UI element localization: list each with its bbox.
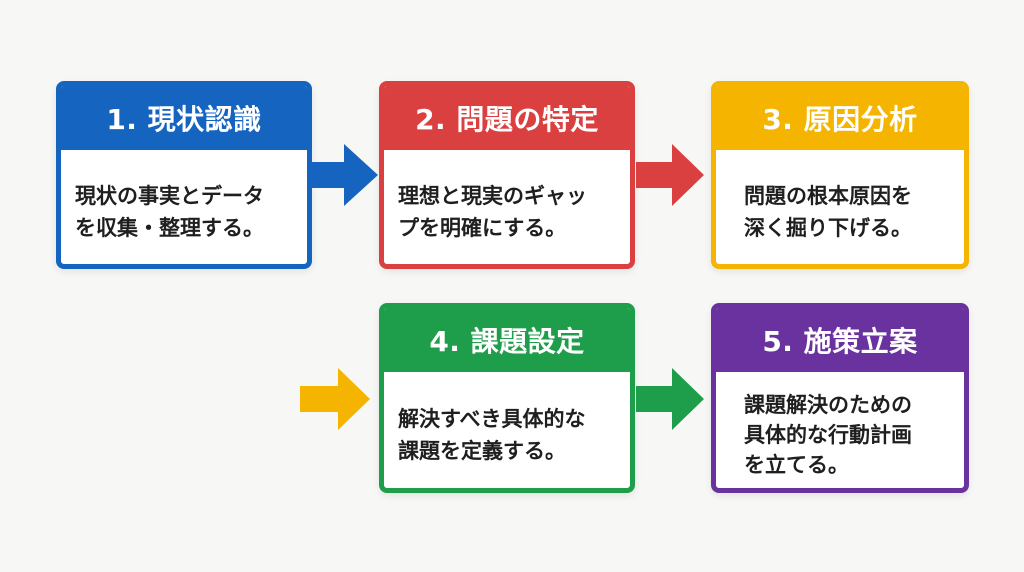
step-5-line-2: 具体的な行動計画 [744,423,912,447]
step-5-title: 5. 施策立案 [716,308,964,372]
step-2-line-1: 理想と現実のギャッ [398,184,587,208]
step-1-line-2: を収集・整理する。 [75,216,264,240]
step-4-title: 4. 課題設定 [384,308,630,372]
step-2-title: 2. 問題の特定 [384,86,630,150]
arrow-right-icon [300,368,370,430]
arrow-4-shape [636,368,704,430]
step-1-line-1: 現状の事実とデータ [75,184,264,208]
step-1-description: 現状の事実とデータ を収集・整理する。 [61,150,307,264]
arrow-right-icon [636,368,704,430]
arrow-3-shape [300,368,370,430]
step-3-description: 問題の根本原因を 深く掘り下げる。 [716,150,964,264]
step-2-line-2: プを明確にする。 [398,216,567,240]
step-2-description: 理想と現実のギャッ プを明確にする。 [384,150,630,264]
step-5-description: 課題解決のための 具体的な行動計画 を立てる。 [716,372,964,488]
step-5-box: 5. 施策立案 課題解決のための 具体的な行動計画 を立てる。 [711,303,969,493]
step-4-line-2: 課題を定義する。 [398,439,566,463]
arrow-right-icon [636,144,704,206]
step-1-box: 1. 現状認識 現状の事実とデータ を収集・整理する。 [56,81,312,269]
step-5-line-3: を立てる。 [744,453,849,477]
arrow-right-icon [310,144,378,206]
step-3-title: 3. 原因分析 [716,86,964,150]
step-4-line-1: 解決すべき具体的な [398,407,586,431]
step-4-box: 4. 課題設定 解決すべき具体的な 課題を定義する。 [379,303,635,493]
step-1-title: 1. 現状認識 [61,86,307,150]
step-3-box: 3. 原因分析 問題の根本原因を 深く掘り下げる。 [711,81,969,269]
step-3-line-2: 深く掘り下げる。 [744,216,912,240]
step-2-box: 2. 問題の特定 理想と現実のギャッ プを明確にする。 [379,81,635,269]
step-4-description: 解決すべき具体的な 課題を定義する。 [384,372,630,488]
arrow-2-shape [636,144,704,206]
arrow-1-shape [310,144,378,206]
step-5-line-1: 課題解決のための [744,393,912,417]
step-3-line-1: 問題の根本原因を [744,184,912,208]
